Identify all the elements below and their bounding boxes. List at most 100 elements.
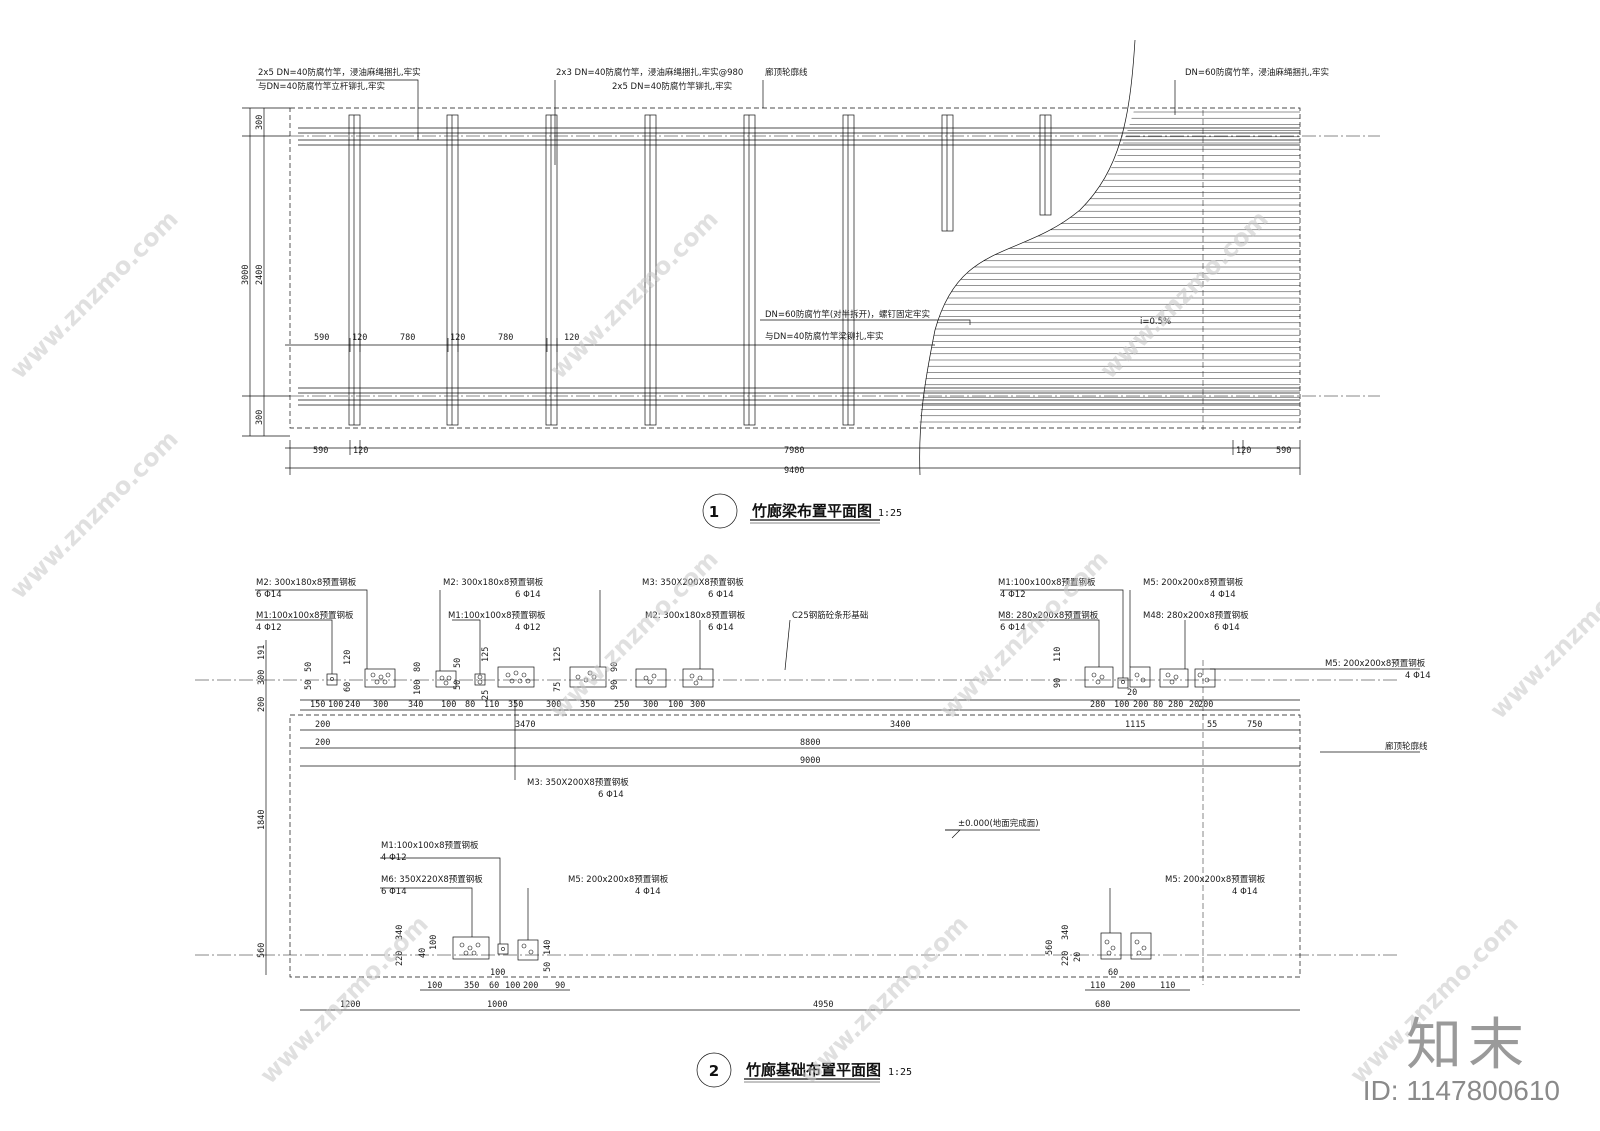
m2c-label: M2: 300x180x8预置钢板: [645, 610, 746, 621]
r2-3400: 3400: [890, 720, 910, 730]
m2b-bars: 6 Φ14: [515, 590, 541, 600]
beam-note-2a: 2x3 DN=40防腐竹竿，浸油麻绳捆扎,牢实@980: [556, 67, 743, 78]
r2-200: 200: [315, 720, 330, 730]
rbv-560: 560: [1045, 940, 1055, 955]
m3a-bars: 6 Φ14: [708, 590, 734, 600]
m3b-bars: 6 Φ14: [598, 790, 624, 800]
vdim-560: 560: [257, 943, 267, 958]
rdim-100: 100: [1114, 700, 1129, 710]
hdim-780b: 780: [498, 333, 513, 343]
sbr-140: 140: [543, 940, 553, 955]
bdim-7980: 7980: [784, 446, 804, 456]
m1d-bars: 4 Φ12: [381, 853, 407, 863]
plan1-text: 2x5 DN=40防腐竹竿，浸油麻绳捆扎,牢实 与DN=40防腐竹竿立杆铆扎,牢…: [241, 67, 1329, 521]
vdim-300: 300: [257, 670, 267, 685]
brow-4950: 4950: [813, 1000, 833, 1010]
plan2-scale: 1:25: [888, 1067, 912, 1078]
sv-90c: 90: [1053, 678, 1063, 688]
lbv-40: 40: [418, 948, 428, 958]
bd-200: 200: [523, 981, 538, 991]
roof-outline-label-1: 廊顶轮廓线: [765, 67, 808, 78]
r2-1115: 1115: [1125, 720, 1145, 730]
hdim-590: 590: [314, 333, 329, 343]
sv-25: 25: [481, 690, 491, 700]
sv-125a: 125: [481, 647, 491, 662]
dim-80: 80: [465, 700, 475, 710]
bdim-590r: 590: [1276, 446, 1291, 456]
top-beam: [290, 127, 1380, 146]
dim-110: 110: [484, 700, 499, 710]
r2-750: 750: [1247, 720, 1262, 730]
top-right-note: DN=60防腐竹竿，浸油麻绳捆扎,牢实: [1185, 67, 1329, 78]
sv-80: 80: [413, 662, 423, 672]
bottom-beam: [290, 387, 1380, 406]
posts: [348, 110, 1204, 430]
watermark-2: www.znzmo.com: [544, 205, 723, 384]
m1c-bars: 4 Φ12: [1000, 590, 1026, 600]
sv-120: 120: [343, 650, 353, 665]
plan2-number-circle: [696, 1052, 732, 1088]
vdim-3000: 3000: [241, 265, 251, 285]
plan1-hdim-mid: [285, 338, 935, 352]
bd-350: 350: [464, 981, 479, 991]
r3-200: 200: [315, 738, 330, 748]
br-200: 200: [1120, 981, 1135, 991]
m3b-label: M3: 350X200X8预置钢板: [527, 777, 629, 788]
plan1-scale: 1:25: [878, 508, 902, 519]
watermark-7: www.znzmo.com: [1484, 545, 1600, 724]
dim-100c: 100: [668, 700, 683, 710]
sv-75: 75: [553, 682, 563, 692]
roof-note-b: 与DN=40防腐竹竿梁铆扎,牢实: [765, 331, 884, 342]
m2a-label: M2: 300x180x8预置钢板: [256, 577, 357, 588]
rdim-80: 80: [1153, 700, 1163, 710]
m2b-label: M2: 300x180x8预置钢板: [443, 577, 544, 588]
plan2-number: 2: [709, 1062, 719, 1080]
bdim-120r: 120: [1236, 446, 1251, 456]
plan1-number: 1: [709, 503, 719, 521]
brow-680: 680: [1095, 1000, 1110, 1010]
lbv-220: 220: [395, 951, 405, 966]
vdim-300-bot: 300: [255, 410, 265, 425]
m5a-bars: 4 Φ14: [1210, 590, 1236, 600]
bd-60: 60: [489, 981, 499, 991]
m1c-label: M1:100x100x8预置钢板: [998, 577, 1096, 588]
rbv-20: 20: [1073, 952, 1083, 962]
brow-1200: 1200: [340, 1000, 360, 1010]
lbv-100: 100: [429, 935, 439, 950]
m2c-bars: 6 Φ14: [708, 623, 734, 633]
bdim-120: 120: [353, 446, 368, 456]
m2a-bars: 6 Φ14: [256, 590, 282, 600]
br-110: 110: [1090, 981, 1105, 991]
dim-350: 350: [508, 700, 523, 710]
roof-outline-1: [289, 107, 1301, 429]
watermark-4: www.znzmo.com: [4, 425, 183, 604]
dim-150: 150: [310, 700, 325, 710]
hdim-120a: 120: [352, 333, 367, 343]
watermark-8: www.znzmo.com: [254, 910, 433, 1089]
bdim-590: 590: [313, 446, 328, 456]
m6-label: M6: 350X220X8预置钢板: [381, 874, 483, 885]
roof-outline-label-2: 廊顶轮廓线: [1385, 741, 1428, 752]
plan1-title: 竹廊梁布置平面图: [751, 502, 872, 520]
lbv-340: 340: [395, 925, 405, 940]
id-label: ID: 1147800610: [1362, 1075, 1560, 1106]
slope-label: i=0.5%: [1140, 317, 1171, 327]
r3-8800: 8800: [800, 738, 820, 748]
m5b-bars: 4 Φ14: [1405, 671, 1431, 681]
watermark-5: www.znzmo.com: [544, 545, 723, 724]
plan2-text: M2: 300x180x8预置钢板 6 Φ14 M1:100x100x8预置钢板…: [256, 577, 1431, 1080]
bd-90: 90: [555, 981, 565, 991]
m48-bars: 6 Φ14: [1214, 623, 1240, 633]
sv-50d: 50: [453, 680, 463, 690]
watermark-3: www.znzmo.com: [1094, 205, 1273, 384]
brand-logo: 知末: [1406, 1013, 1530, 1078]
dim-100: 100: [328, 700, 343, 710]
hdim-780a: 780: [400, 333, 415, 343]
elevation-label: ±0.000(地面完成面): [958, 818, 1039, 829]
beam-note-1a: 2x5 DN=40防腐竹竿，浸油麻绳捆扎,牢实: [258, 67, 421, 78]
dim-300: 300: [373, 700, 388, 710]
m5c-label: M5: 200x200x8预置钢板: [568, 874, 669, 885]
plan2-dimlines: [265, 640, 1300, 1011]
m8-bars: 6 Φ14: [1000, 623, 1026, 633]
